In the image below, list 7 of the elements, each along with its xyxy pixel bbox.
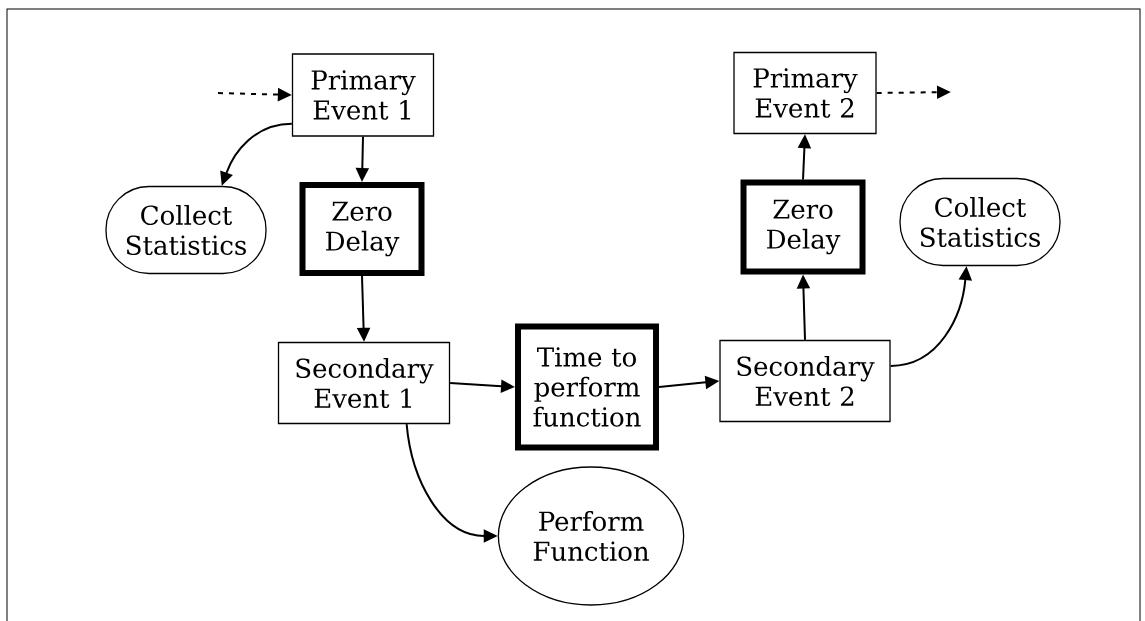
event-box: Secondary Event 2 xyxy=(719,339,891,423)
event-box: Primary Event 1 xyxy=(291,53,435,137)
delay-box: Time to perform function xyxy=(515,323,659,451)
delay-box: Zero Delay xyxy=(299,182,425,276)
delay-box: Zero Delay xyxy=(740,179,866,275)
event-box: Primary Event 2 xyxy=(733,51,877,135)
event-box: Secondary Event 1 xyxy=(277,341,451,425)
